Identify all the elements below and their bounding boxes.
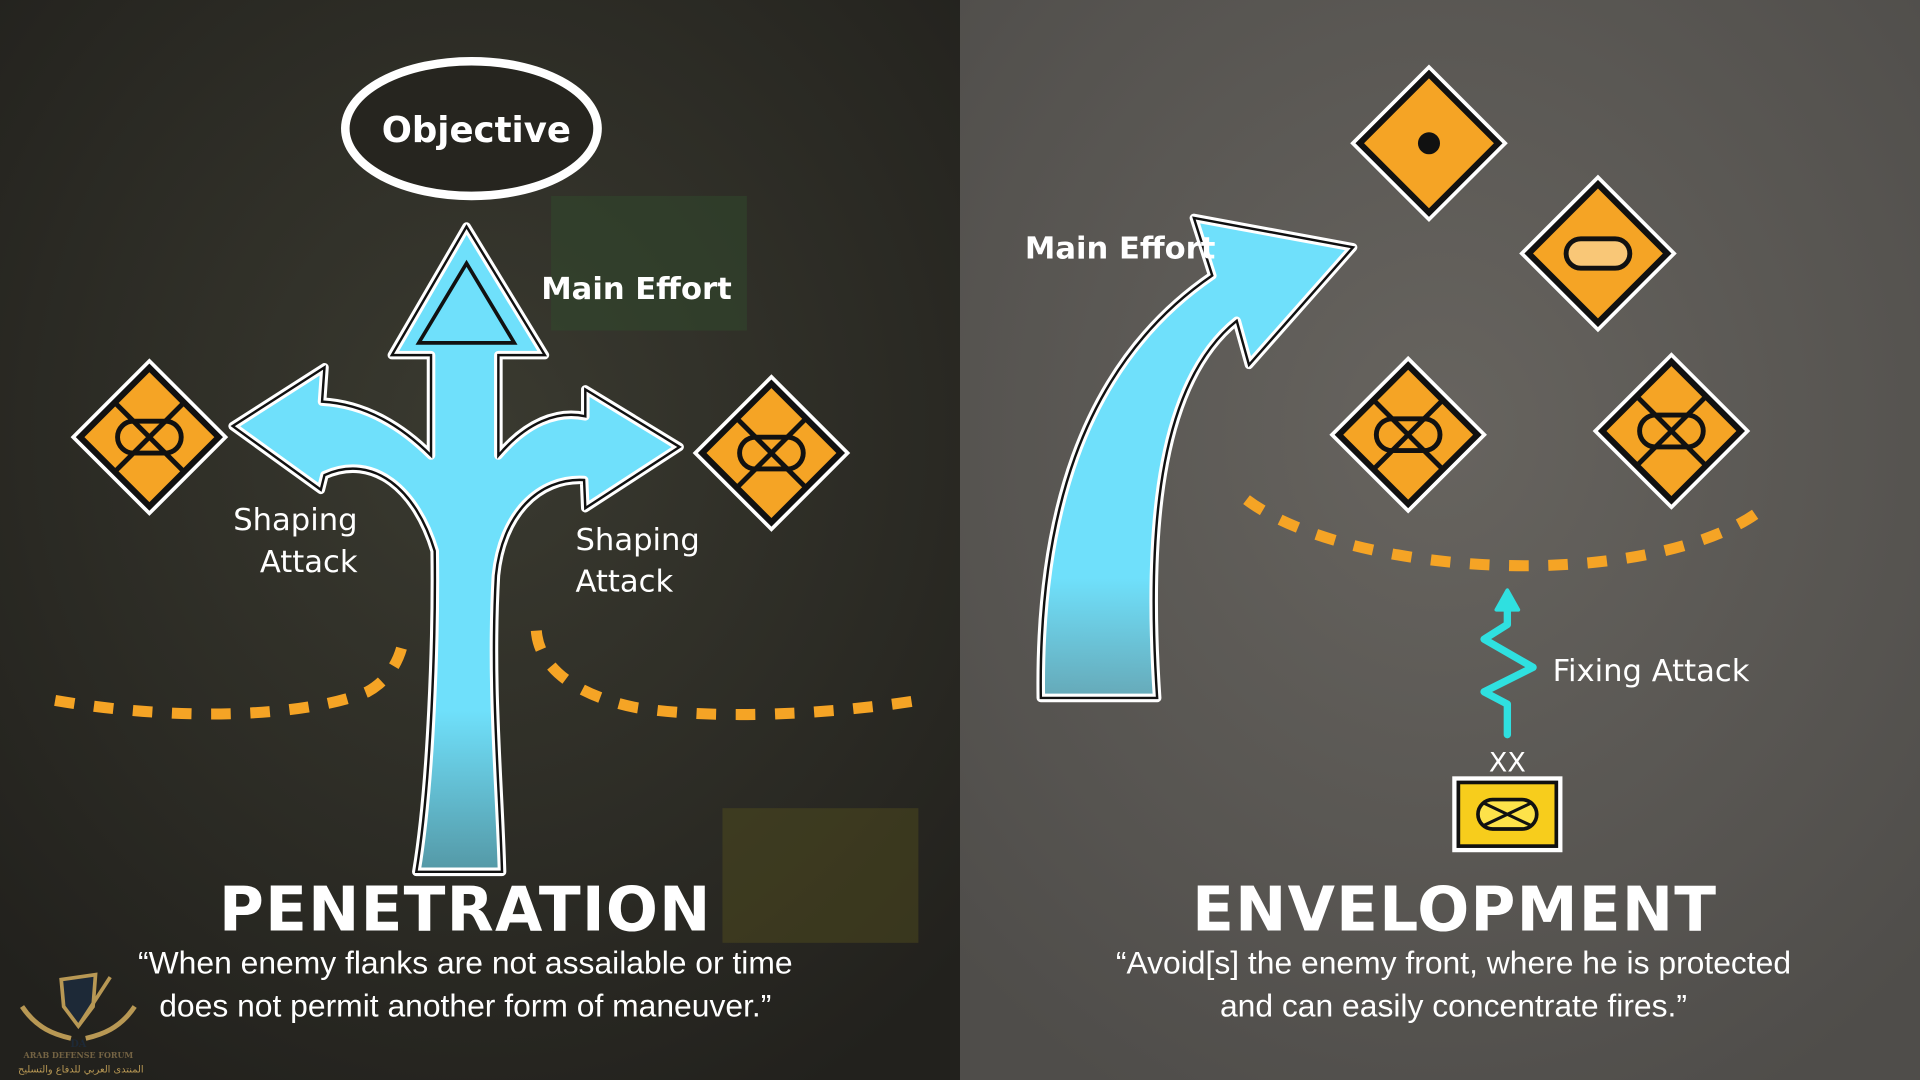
fixing-attack-label: Fixing Attack bbox=[1553, 654, 1750, 689]
enemy-line-left bbox=[54, 630, 410, 720]
objective-label: Objective bbox=[382, 110, 571, 151]
penetration-quote-line1: “When enemy flanks are not assailable or… bbox=[138, 944, 793, 980]
main-effort-label: Main Effort bbox=[541, 272, 732, 307]
envelopment-quote-line1: “Avoid[s] the enemy front, where he is p… bbox=[1116, 944, 1791, 980]
enemy-line-right bbox=[530, 629, 920, 721]
friendly-infantry-division-symbol bbox=[1452, 776, 1563, 853]
enemy-hq-symbol bbox=[1353, 67, 1505, 219]
penetration-quote-line2: does not permit another form of maneuver… bbox=[159, 987, 771, 1023]
shaping-attack-left-line2: Attack bbox=[260, 545, 358, 580]
fixing-attack-arrow bbox=[1480, 588, 1537, 739]
logo-monogram: DA bbox=[70, 1039, 86, 1050]
logo-arabic: المنتدى العربي للدفاع والتسليح bbox=[18, 1065, 144, 1076]
penetration-arrows bbox=[228, 222, 684, 877]
logo-name: ARAB DEFENSE FORUM bbox=[23, 1051, 134, 1060]
enemy-line-front bbox=[1243, 495, 1767, 572]
division-echelon-label: XX bbox=[1489, 747, 1526, 778]
shaping-attack-left-line1: Shaping bbox=[233, 503, 357, 538]
objective-marker: Objective bbox=[341, 56, 602, 201]
envelopment-title: ENVELOPMENT bbox=[1192, 875, 1717, 946]
arab-defense-forum-logo: DA ARAB DEFENSE FORUM المنتدى العربي للد… bbox=[18, 972, 144, 1076]
envelopment-main-effort-label: Main Effort bbox=[1025, 231, 1216, 266]
envelopment-main-arrow bbox=[1036, 213, 1358, 703]
shaping-attack-right-line1: Shaping bbox=[576, 523, 700, 558]
envelopment-quote-line2: and can easily concentrate fires.” bbox=[1220, 987, 1687, 1023]
penetration-title: PENETRATION bbox=[219, 875, 712, 946]
enemy-armor-symbol bbox=[1522, 177, 1674, 329]
shaping-attack-right-line2: Attack bbox=[576, 564, 674, 599]
